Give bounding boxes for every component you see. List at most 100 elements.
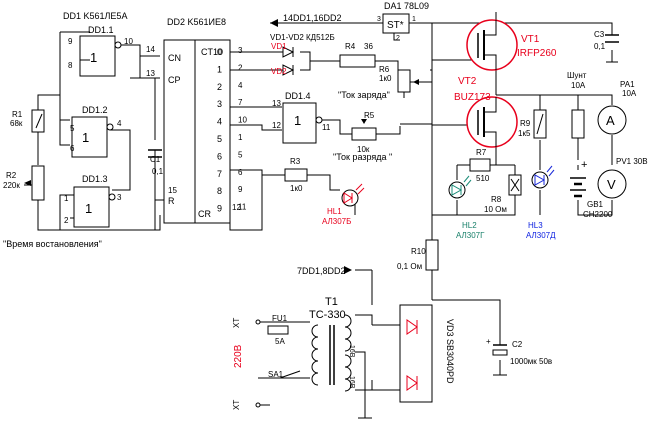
pin-8: 8 <box>68 61 73 70</box>
battery-plus: + <box>581 159 587 171</box>
pa1-label: PA1 <box>620 80 635 89</box>
counter-output-9: 9 <box>217 204 222 214</box>
r10-label: R10 <box>411 247 426 256</box>
resistor-r2 <box>31 165 45 201</box>
r3-label: R3 <box>290 157 301 166</box>
gate-dd1-3 <box>73 186 110 228</box>
vd3-label: VD3 SB3040PD <box>445 319 455 384</box>
counter-pin-1: 1 <box>238 133 243 142</box>
led-hl1: HL1 АЛ307Б <box>322 183 365 226</box>
discharge-current-label: "Ток разряда " <box>333 152 392 162</box>
counter-pin-3: 3 <box>238 46 243 55</box>
r4-value: 36 <box>364 42 373 51</box>
vt2-body <box>466 96 518 148</box>
capacitor-c2: + C2 1000мк 50в <box>486 337 552 366</box>
pin-6: 6 <box>70 144 75 153</box>
pin-14: 14 <box>146 45 155 54</box>
capacitor-c3: C3 0,1 <box>594 30 619 51</box>
r8-label: R8 <box>491 195 502 204</box>
dd1-1-label: DD1.1 <box>88 25 114 35</box>
gb1-value: СН2200 <box>583 210 613 219</box>
resistor-r10 <box>425 239 439 271</box>
t1-type: ТС-330 <box>309 309 346 321</box>
resistor-r6 <box>397 69 411 93</box>
ground-symbol <box>358 360 372 419</box>
resistor-r7 <box>469 158 491 172</box>
ammeter-symbol: A <box>606 113 615 128</box>
c2-plus: + <box>486 337 491 346</box>
pin-10: 10 <box>124 37 133 46</box>
pa1-value: 10А <box>622 89 637 98</box>
hl3-type: АЛ307Д <box>526 231 556 240</box>
resistor-r1 <box>31 109 45 133</box>
r7-value: 510 <box>476 174 490 183</box>
cr-pin: CR <box>198 209 211 219</box>
mosfets: VT1 IRFP260 VT2 BUZ173 <box>454 19 557 148</box>
da1-pin-2: 2 <box>396 35 400 42</box>
voltmeter-symbol: V <box>607 177 616 192</box>
vt2-type: BUZ173 <box>454 92 491 103</box>
counter-output-4: 4 <box>217 117 222 127</box>
da1-label: DA1 78L09 <box>384 1 429 11</box>
fu1-value: 5А <box>275 337 285 346</box>
pin-4: 4 <box>117 119 122 128</box>
transformer-t1: T1 ТС-330 16В 16В <box>309 296 355 392</box>
xt-top: ХТ <box>232 318 241 328</box>
wires <box>24 12 618 406</box>
pin-5: 5 <box>70 124 75 133</box>
r-pin: R <box>168 196 175 206</box>
c1-label: C1 <box>150 155 161 164</box>
c3-label: C3 <box>594 30 605 39</box>
dd1-3-label: DD1.3 <box>82 174 108 184</box>
xt-bottom: ХТ <box>232 400 241 410</box>
t1-label: T1 <box>325 296 338 308</box>
counter-pin-7: 7 <box>238 98 243 107</box>
pin-11: 11 <box>322 123 331 132</box>
c3-value: 0,1 <box>594 42 606 51</box>
counter-output-8: 8 <box>217 186 222 196</box>
fuse-fu1 <box>267 325 289 335</box>
r6-label: R6 <box>379 65 390 74</box>
r1-value: 68к <box>10 119 23 128</box>
hl1-label: HL1 <box>327 207 342 216</box>
cp-pin: CP <box>168 75 181 85</box>
r5-label: R5 <box>364 111 375 120</box>
power-note: 14DD1,16DD2 <box>283 13 342 23</box>
gate-dd1-1 <box>79 35 116 77</box>
dd1-4-label: DD1.4 <box>285 91 311 101</box>
counter-output-3: 3 <box>217 99 222 109</box>
mains-input: ХТ ХТ 220В FU1 5А SA1 <box>232 314 301 410</box>
c2-value: 1000мк 50в <box>510 357 552 366</box>
diodes-vd1-vd2: VD1-VD2 КД512Б VD1 VD2 <box>270 33 335 76</box>
shunt-resistor <box>571 109 585 139</box>
switch-sa1 <box>279 370 301 379</box>
r9-value: 1к5 <box>518 129 531 138</box>
resistor-r3 <box>284 168 308 182</box>
dd1-2-label: DD1.2 <box>82 105 108 115</box>
pin-12b: 12 <box>272 121 281 130</box>
gate-dd1-1-symbol: 1 <box>90 50 97 65</box>
hl2-label: HL2 <box>462 221 477 230</box>
r8-value: 10 Ом <box>484 205 507 214</box>
r4-label: R4 <box>345 42 356 51</box>
r5-value: 10к <box>357 145 370 154</box>
power-note-2: 7DD1,8DD2 <box>297 266 346 276</box>
vt2-label: VT2 <box>458 76 477 87</box>
hl2-type: АЛ307Г <box>456 231 485 240</box>
charge-current-label: "Ток заряда" <box>338 90 390 100</box>
gate-dd1-2 <box>71 116 108 158</box>
voltmeter-pv1 <box>597 169 627 199</box>
counter-pin-6: 6 <box>238 168 243 177</box>
pin-1: 1 <box>64 194 69 203</box>
counter-pin-9: 9 <box>238 185 243 194</box>
gb1-label: GB1 <box>587 200 604 209</box>
pin-13b: 13 <box>272 99 281 108</box>
r9-label: R9 <box>520 119 531 128</box>
gate-dd1-4-symbol: 1 <box>294 113 301 128</box>
counter-output-5: 5 <box>217 134 222 144</box>
vt1-label: VT1 <box>521 34 540 45</box>
pv1-label: PV1 30В <box>616 157 648 166</box>
pin-3: 3 <box>117 193 122 202</box>
shunt-value: 10А <box>571 81 586 90</box>
dd2-counter: DD2 K561ИЕ8 CT10 CN CP R CR 14 13 15 12 … <box>146 17 247 224</box>
